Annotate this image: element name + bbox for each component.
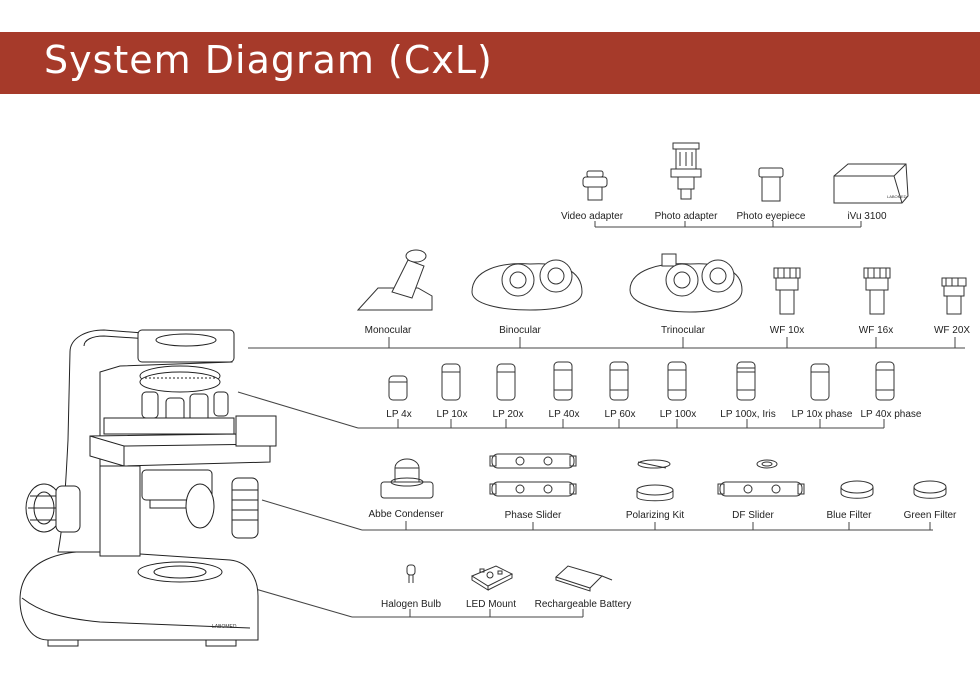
photo-eyepiece-label: Photo eyepiece (737, 211, 806, 222)
lp40x-label: LP 40x (549, 409, 580, 420)
lp10x-phase-label: LP 10x phase (792, 409, 853, 420)
phase-slider-label: Phase Slider (505, 510, 562, 521)
green-filter-label: Green Filter (904, 510, 957, 521)
monocular-label: Monocular (365, 325, 412, 336)
field-lens (137, 561, 223, 583)
objective-lp60x-icon (609, 361, 629, 401)
page-title: System Diagram (CxL) (44, 38, 493, 82)
lp4x-label: LP 4x (386, 409, 411, 420)
blue-filter-label: Blue Filter (826, 510, 872, 521)
blue-filter-icon (840, 480, 874, 499)
trinocular-label: Trinocular (661, 325, 706, 336)
halogen-bulb-icon (406, 564, 416, 583)
rechargeable-battery-label: Rechargeable Battery (535, 599, 632, 610)
photo-adapter-label: Photo adapter (655, 211, 718, 222)
objective-icons (388, 361, 895, 401)
objective-lp40x-phase-icon (875, 361, 895, 401)
heads-connector-lines (248, 337, 965, 349)
abbe-condenser-icon (380, 458, 434, 499)
camera-brand: LABOMED (887, 194, 907, 199)
df-slider-icon (717, 459, 805, 497)
lp100x-label: LP 100x (660, 409, 697, 420)
objective-lp100x-icon (667, 361, 687, 401)
phase-slider-icon (489, 453, 577, 497)
binocular-label: Binocular (499, 325, 541, 336)
microscope-illustration: LABOMED (19, 329, 277, 647)
objectives-connector-lines (237, 391, 885, 429)
binocular-head-icon (471, 259, 583, 311)
wf16-label: WF 16x (859, 325, 893, 336)
wf16-eyepiece-icon (863, 267, 891, 315)
lp40x-phase-label: LP 40x phase (861, 409, 922, 420)
polarizing-kit-icon (636, 459, 674, 502)
led-mount-icon (470, 565, 514, 591)
wf20-eyepiece-icon (941, 277, 967, 315)
illumination-connector-lines (251, 587, 584, 618)
objective-lp10x-phase-icon (810, 363, 830, 401)
lp60x-label: LP 60x (605, 409, 636, 420)
objective-lp10x-icon (441, 363, 461, 401)
stage-control-knob (231, 477, 259, 539)
wf20-label: WF 20X (934, 325, 970, 336)
condenser-connector-lines (261, 499, 933, 531)
objective-lp4x-icon (388, 375, 408, 401)
lp10x-label: LP 10x (437, 409, 468, 420)
led-mount-label: LED Mount (466, 599, 516, 610)
photo-adapter-icon (670, 142, 702, 200)
objective-lp20x-icon (496, 363, 516, 401)
halogen-bulb-label: Halogen Bulb (381, 599, 441, 610)
trinocular-head-icon (629, 253, 743, 313)
photo-eyepiece-icon (758, 167, 784, 202)
rechargeable-battery-icon (555, 565, 613, 592)
video-adapter-label: Video adapter (561, 211, 624, 222)
monocular-head-icon (356, 249, 433, 311)
microscope-brand: LABOMED (212, 624, 237, 630)
camera-icon: LABOMED (833, 163, 909, 204)
ivu-camera-label: iVu 3100 (847, 211, 887, 222)
objective-lp100x-iris-icon (736, 361, 756, 401)
lp20x-label: LP 20x (493, 409, 524, 420)
objective-lp40x-icon (553, 361, 573, 401)
lp100x-iris-label: LP 100x, Iris (720, 409, 775, 420)
title-banner: System Diagram (CxL) (0, 32, 980, 94)
green-filter-icon (913, 480, 947, 499)
abbe-condenser-label: Abbe Condenser (368, 509, 444, 520)
polarizing-kit-label: Polarizing Kit (626, 510, 685, 521)
df-slider-label: DF Slider (732, 510, 774, 521)
wf10-eyepiece-icon (773, 267, 801, 315)
imaging-connector-lines (594, 221, 862, 228)
wf10-label: WF 10x (770, 325, 804, 336)
video-adapter-icon (582, 170, 608, 201)
